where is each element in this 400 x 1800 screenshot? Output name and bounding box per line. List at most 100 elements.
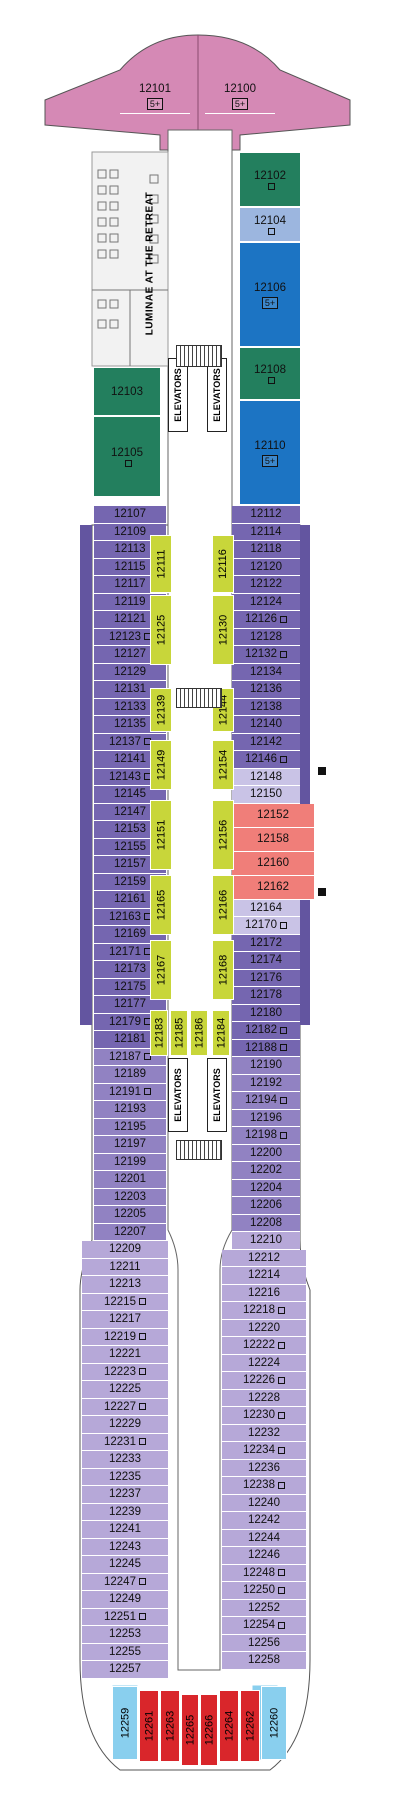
- starboard-cabin-12248[interactable]: 12248: [222, 1564, 306, 1582]
- suite-12102[interactable]: 12102: [240, 153, 300, 207]
- starboard-cabin-12210[interactable]: 12210: [232, 1232, 300, 1250]
- suite-12104[interactable]: 12104: [240, 208, 300, 242]
- starboard-cabin-12198[interactable]: 12198: [232, 1127, 300, 1145]
- port-cabin-12191[interactable]: 12191: [94, 1083, 166, 1101]
- starboard-cabin-12126[interactable]: 12126: [232, 611, 300, 629]
- port-cabin-12177[interactable]: 12177: [94, 996, 166, 1014]
- port-cabin-12219[interactable]: 12219: [82, 1328, 168, 1346]
- port-cabin-12175[interactable]: 12175: [94, 978, 166, 996]
- starboard-cabin-12200[interactable]: 12200: [232, 1144, 300, 1162]
- starboard-cabin-12204[interactable]: 12204: [232, 1179, 300, 1197]
- starboard-cabin-12256[interactable]: 12256: [222, 1634, 306, 1652]
- aft-cabin-12263[interactable]: 12263: [160, 1690, 180, 1762]
- port-cabin-12155[interactable]: 12155: [94, 838, 166, 856]
- port-cabin-12135[interactable]: 12135: [94, 716, 166, 734]
- port-cabin-12223[interactable]: 12223: [82, 1363, 168, 1381]
- port-cabin-12187[interactable]: 12187: [94, 1048, 166, 1066]
- starboard-cabin-12152[interactable]: 12152: [232, 803, 314, 828]
- inside-cabin-12166[interactable]: 12166: [212, 875, 234, 935]
- starboard-cabin-12170[interactable]: 12170: [232, 917, 300, 935]
- starboard-cabin-12182[interactable]: 12182: [232, 1022, 300, 1040]
- port-cabin-12201[interactable]: 12201: [94, 1171, 166, 1189]
- port-cabin-12141[interactable]: 12141: [94, 751, 166, 769]
- starboard-cabin-12222[interactable]: 12222: [222, 1337, 306, 1355]
- aft-cabin-12261[interactable]: 12261: [139, 1690, 159, 1762]
- port-cabin-12145[interactable]: 12145: [94, 786, 166, 804]
- port-cabin-12255[interactable]: 12255: [82, 1643, 168, 1661]
- suite-12103[interactable]: 12103: [94, 368, 160, 416]
- port-cabin-12245[interactable]: 12245: [82, 1556, 168, 1574]
- starboard-cabin-12230[interactable]: 12230: [222, 1407, 306, 1425]
- starboard-cabin-12172[interactable]: 12172: [232, 934, 300, 952]
- starboard-cabin-12258[interactable]: 12258: [222, 1652, 306, 1670]
- port-cabin-12203[interactable]: 12203: [94, 1188, 166, 1206]
- starboard-cabin-12112[interactable]: 12112: [232, 506, 300, 524]
- port-cabin-12119[interactable]: 12119: [94, 593, 166, 611]
- port-cabin-12129[interactable]: 12129: [94, 663, 166, 681]
- port-cabin-12237[interactable]: 12237: [82, 1486, 168, 1504]
- port-cabin-12215[interactable]: 12215: [82, 1293, 168, 1311]
- starboard-cabin-12226[interactable]: 12226: [222, 1372, 306, 1390]
- aft-cabin-12259[interactable]: 12259: [112, 1686, 138, 1760]
- starboard-cabin-12150[interactable]: 12150: [232, 786, 300, 804]
- port-cabin-12209[interactable]: 12209: [82, 1241, 168, 1259]
- starboard-cabin-12240[interactable]: 12240: [222, 1494, 306, 1512]
- port-cabin-12171[interactable]: 12171: [94, 943, 166, 961]
- port-cabin-12169[interactable]: 12169: [94, 926, 166, 944]
- inside-cabin-12125[interactable]: 12125: [150, 595, 172, 665]
- port-cabin-12131[interactable]: 12131: [94, 681, 166, 699]
- port-cabin-12121[interactable]: 12121: [94, 611, 166, 629]
- starboard-cabin-12188[interactable]: 12188: [232, 1039, 300, 1057]
- inside-cabin-12139[interactable]: 12139: [150, 688, 172, 732]
- port-cabin-12211[interactable]: 12211: [82, 1258, 168, 1276]
- starboard-cabin-12158[interactable]: 12158: [232, 827, 314, 852]
- port-cabin-12213[interactable]: 12213: [82, 1276, 168, 1294]
- starboard-cabin-12142[interactable]: 12142: [232, 733, 300, 751]
- port-cabin-12173[interactable]: 12173: [94, 961, 166, 979]
- port-cabin-12127[interactable]: 12127: [94, 646, 166, 664]
- port-cabin-12193[interactable]: 12193: [94, 1101, 166, 1119]
- port-cabin-12249[interactable]: 12249: [82, 1591, 168, 1609]
- port-cabin-12163[interactable]: 12163: [94, 908, 166, 926]
- port-cabin-12159[interactable]: 12159: [94, 873, 166, 891]
- aft-cabin-12265[interactable]: 12265: [181, 1694, 199, 1766]
- port-cabin-12181[interactable]: 12181: [94, 1031, 166, 1049]
- starboard-cabin-12246[interactable]: 12246: [222, 1547, 306, 1565]
- starboard-cabin-12214[interactable]: 12214: [222, 1267, 306, 1285]
- port-cabin-12147[interactable]: 12147: [94, 803, 166, 821]
- port-cabin-12107[interactable]: 12107: [94, 506, 166, 524]
- starboard-cabin-12120[interactable]: 12120: [232, 558, 300, 576]
- inside-cabin-12130[interactable]: 12130: [212, 595, 234, 665]
- inside-cabin-12183[interactable]: 12183: [150, 1010, 168, 1056]
- starboard-cabin-12132[interactable]: 12132: [232, 646, 300, 664]
- starboard-cabin-12128[interactable]: 12128: [232, 628, 300, 646]
- port-cabin-12117[interactable]: 12117: [94, 576, 166, 594]
- port-cabin-12113[interactable]: 12113: [94, 541, 166, 559]
- suite-12105[interactable]: 12105: [94, 417, 160, 497]
- port-cabin-12115[interactable]: 12115: [94, 558, 166, 576]
- port-cabin-12137[interactable]: 12137: [94, 733, 166, 751]
- port-cabin-12251[interactable]: 12251: [82, 1608, 168, 1626]
- starboard-cabin-12160[interactable]: 12160: [232, 851, 314, 876]
- starboard-cabin-12122[interactable]: 12122: [232, 576, 300, 594]
- starboard-cabin-12140[interactable]: 12140: [232, 716, 300, 734]
- inside-cabin-12168[interactable]: 12168: [212, 940, 234, 1000]
- starboard-cabin-12178[interactable]: 12178: [232, 987, 300, 1005]
- port-cabin-12161[interactable]: 12161: [94, 891, 166, 909]
- aft-cabin-12266[interactable]: 12266: [200, 1694, 218, 1766]
- port-cabin-12243[interactable]: 12243: [82, 1538, 168, 1556]
- starboard-cabin-12148[interactable]: 12148: [232, 768, 300, 786]
- inside-cabin-12184[interactable]: 12184: [212, 1010, 230, 1056]
- port-cabin-12199[interactable]: 12199: [94, 1153, 166, 1171]
- port-cabin-12109[interactable]: 12109: [94, 523, 166, 541]
- starboard-cabin-12192[interactable]: 12192: [232, 1074, 300, 1092]
- port-cabin-12189[interactable]: 12189: [94, 1066, 166, 1084]
- starboard-cabin-12232[interactable]: 12232: [222, 1424, 306, 1442]
- starboard-cabin-12136[interactable]: 12136: [232, 681, 300, 699]
- port-cabin-12221[interactable]: 12221: [82, 1346, 168, 1364]
- starboard-cabin-12194[interactable]: 12194: [232, 1092, 300, 1110]
- starboard-cabin-12206[interactable]: 12206: [232, 1197, 300, 1215]
